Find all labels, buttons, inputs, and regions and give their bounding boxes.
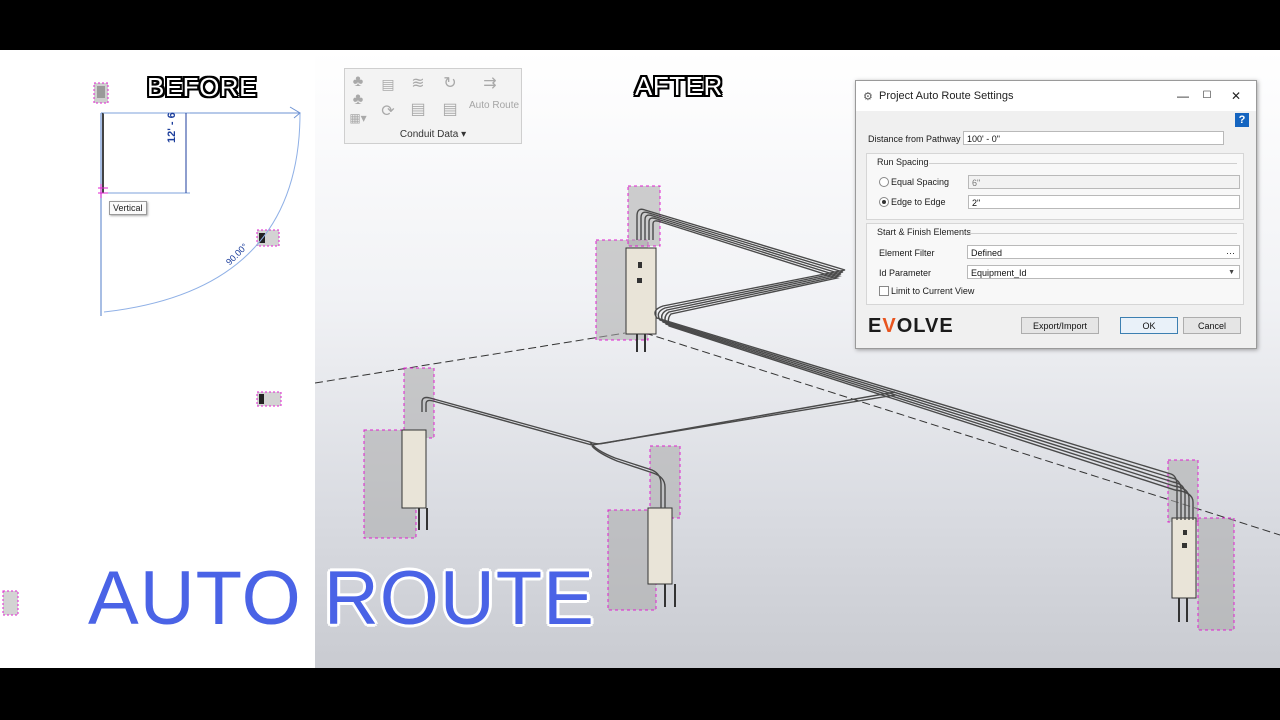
edge-to-edge-radio[interactable]	[879, 197, 889, 207]
equipment-block-low[interactable]	[256, 391, 282, 407]
maximize-button[interactable]: ☐	[1202, 90, 1212, 101]
equipment-block-bottom[interactable]	[2, 590, 19, 616]
endpoint-marker[interactable]	[98, 184, 108, 198]
minimize-button[interactable]: —	[1177, 89, 1189, 103]
group-divider	[929, 163, 1237, 164]
dropdown-caret-icon: ▾	[461, 129, 467, 140]
chevron-down-icon: ▼	[1228, 269, 1235, 276]
conduit-run-a[interactable]	[636, 208, 1194, 520]
after-3d-view	[315, 185, 1280, 631]
more-options-icon[interactable]: ···	[1226, 248, 1235, 258]
element-filter-field[interactable]: Defined ···	[967, 245, 1240, 259]
equipment-panel-d[interactable]	[1167, 459, 1235, 631]
limit-to-current-view-checkbox[interactable]	[879, 286, 889, 296]
refresh-conduit-icon[interactable]: ↻	[443, 75, 457, 92]
conduit-schedule-icon[interactable]: ▤	[442, 101, 458, 118]
id-parameter-value: Equipment_Id	[971, 268, 1027, 278]
grid-line-left	[315, 332, 626, 384]
dimension-text[interactable]: 12' - 6	[166, 112, 178, 143]
export-import-button[interactable]: Export/Import	[1021, 317, 1099, 334]
auto-route-icon[interactable]: ⇉	[483, 75, 497, 92]
letterbox-top	[0, 0, 1280, 50]
distance-label: Distance from Pathway	[868, 134, 961, 144]
ribbon-panel-label-text: Conduit Data	[399, 129, 459, 140]
dialog-title-bar[interactable]: ⚙ Project Auto Route Settings — ☐ ✕	[856, 81, 1256, 111]
evolve-logo: EVOLVE	[868, 315, 954, 337]
family-icon[interactable]: ♣	[352, 73, 364, 90]
before-label: BEFORE	[147, 72, 257, 102]
run-spacing-title: Run Spacing	[877, 157, 929, 167]
filter-icon[interactable]: ▦▾	[349, 111, 367, 125]
equipment-block-top[interactable]	[93, 82, 109, 104]
before-panel: BEFORE 12' - 6 90.00° Vertical	[0, 50, 315, 668]
start-finish-group: Start & Finish Elements Element Filter D…	[866, 223, 1244, 305]
edge-to-edge-field[interactable]: 2"	[968, 195, 1240, 209]
refresh-icon[interactable]: ⟳	[381, 103, 395, 120]
equipment-block-mid[interactable]	[256, 229, 280, 247]
run-spacing-group: Run Spacing Equal Spacing 6" Edge to Edg…	[866, 153, 1244, 220]
dialog-title: Project Auto Route Settings	[879, 90, 1014, 102]
equal-spacing-label: Equal Spacing	[891, 177, 950, 187]
auto-route-button-label[interactable]: Auto Route	[469, 100, 520, 111]
letterbox-bottom	[0, 668, 1280, 720]
after-label: AFTER	[635, 71, 723, 101]
limit-to-current-view-label: Limit to Current View	[891, 286, 975, 296]
arc-arrow	[289, 106, 301, 119]
conduit-list-icon[interactable]: ▤	[410, 101, 426, 118]
element-filter-value: Defined	[971, 248, 1003, 258]
dialog-app-icon: ⚙	[863, 91, 873, 103]
auto-route-title: AUTO ROUTE	[88, 556, 595, 641]
vertical-tooltip: Vertical	[109, 201, 147, 215]
start-finish-title: Start & Finish Elements	[877, 227, 972, 237]
distance-field[interactable]: 100' - 0"	[963, 131, 1224, 145]
conduit-run-b[interactable]	[421, 391, 896, 508]
sketch-arc[interactable]	[103, 112, 301, 313]
equipment-panel-a[interactable]	[595, 185, 661, 352]
project-auto-route-settings-dialog: ⚙ Project Auto Route Settings — ☐ ✕ ? Di…	[855, 80, 1257, 349]
equal-spacing-radio[interactable]	[879, 177, 889, 187]
close-button[interactable]: ✕	[1230, 89, 1242, 103]
cancel-button[interactable]: Cancel	[1183, 317, 1241, 334]
family-icon-2[interactable]: ♣	[352, 91, 364, 108]
id-parameter-select[interactable]: Equipment_Id ▼	[967, 265, 1240, 279]
edge-to-edge-label: Edge to Edge	[891, 197, 946, 207]
ok-button[interactable]: OK	[1120, 317, 1178, 334]
equipment-panel-c[interactable]	[607, 445, 681, 611]
before-drawing	[2, 82, 301, 616]
help-icon[interactable]: ?	[1235, 113, 1249, 127]
equal-spacing-field[interactable]: 6"	[968, 175, 1240, 189]
ribbon-panel-conduit-data: ♣ ♣ ▦▾ ▤ ⟳ ≋ ▤ ↻ ▤ ⇉ Conduit Data ▾	[344, 68, 522, 144]
id-parameter-label: Id Parameter	[879, 268, 932, 278]
group-divider-2	[967, 233, 1237, 234]
element-filter-label: Element Filter	[879, 248, 935, 258]
equipment-panel-b[interactable]	[363, 367, 435, 539]
schedule-icon[interactable]: ▤	[381, 76, 395, 92]
ribbon-panel-label[interactable]: Conduit Data ▾	[345, 129, 521, 140]
conduit-icon[interactable]: ≋	[411, 75, 425, 92]
